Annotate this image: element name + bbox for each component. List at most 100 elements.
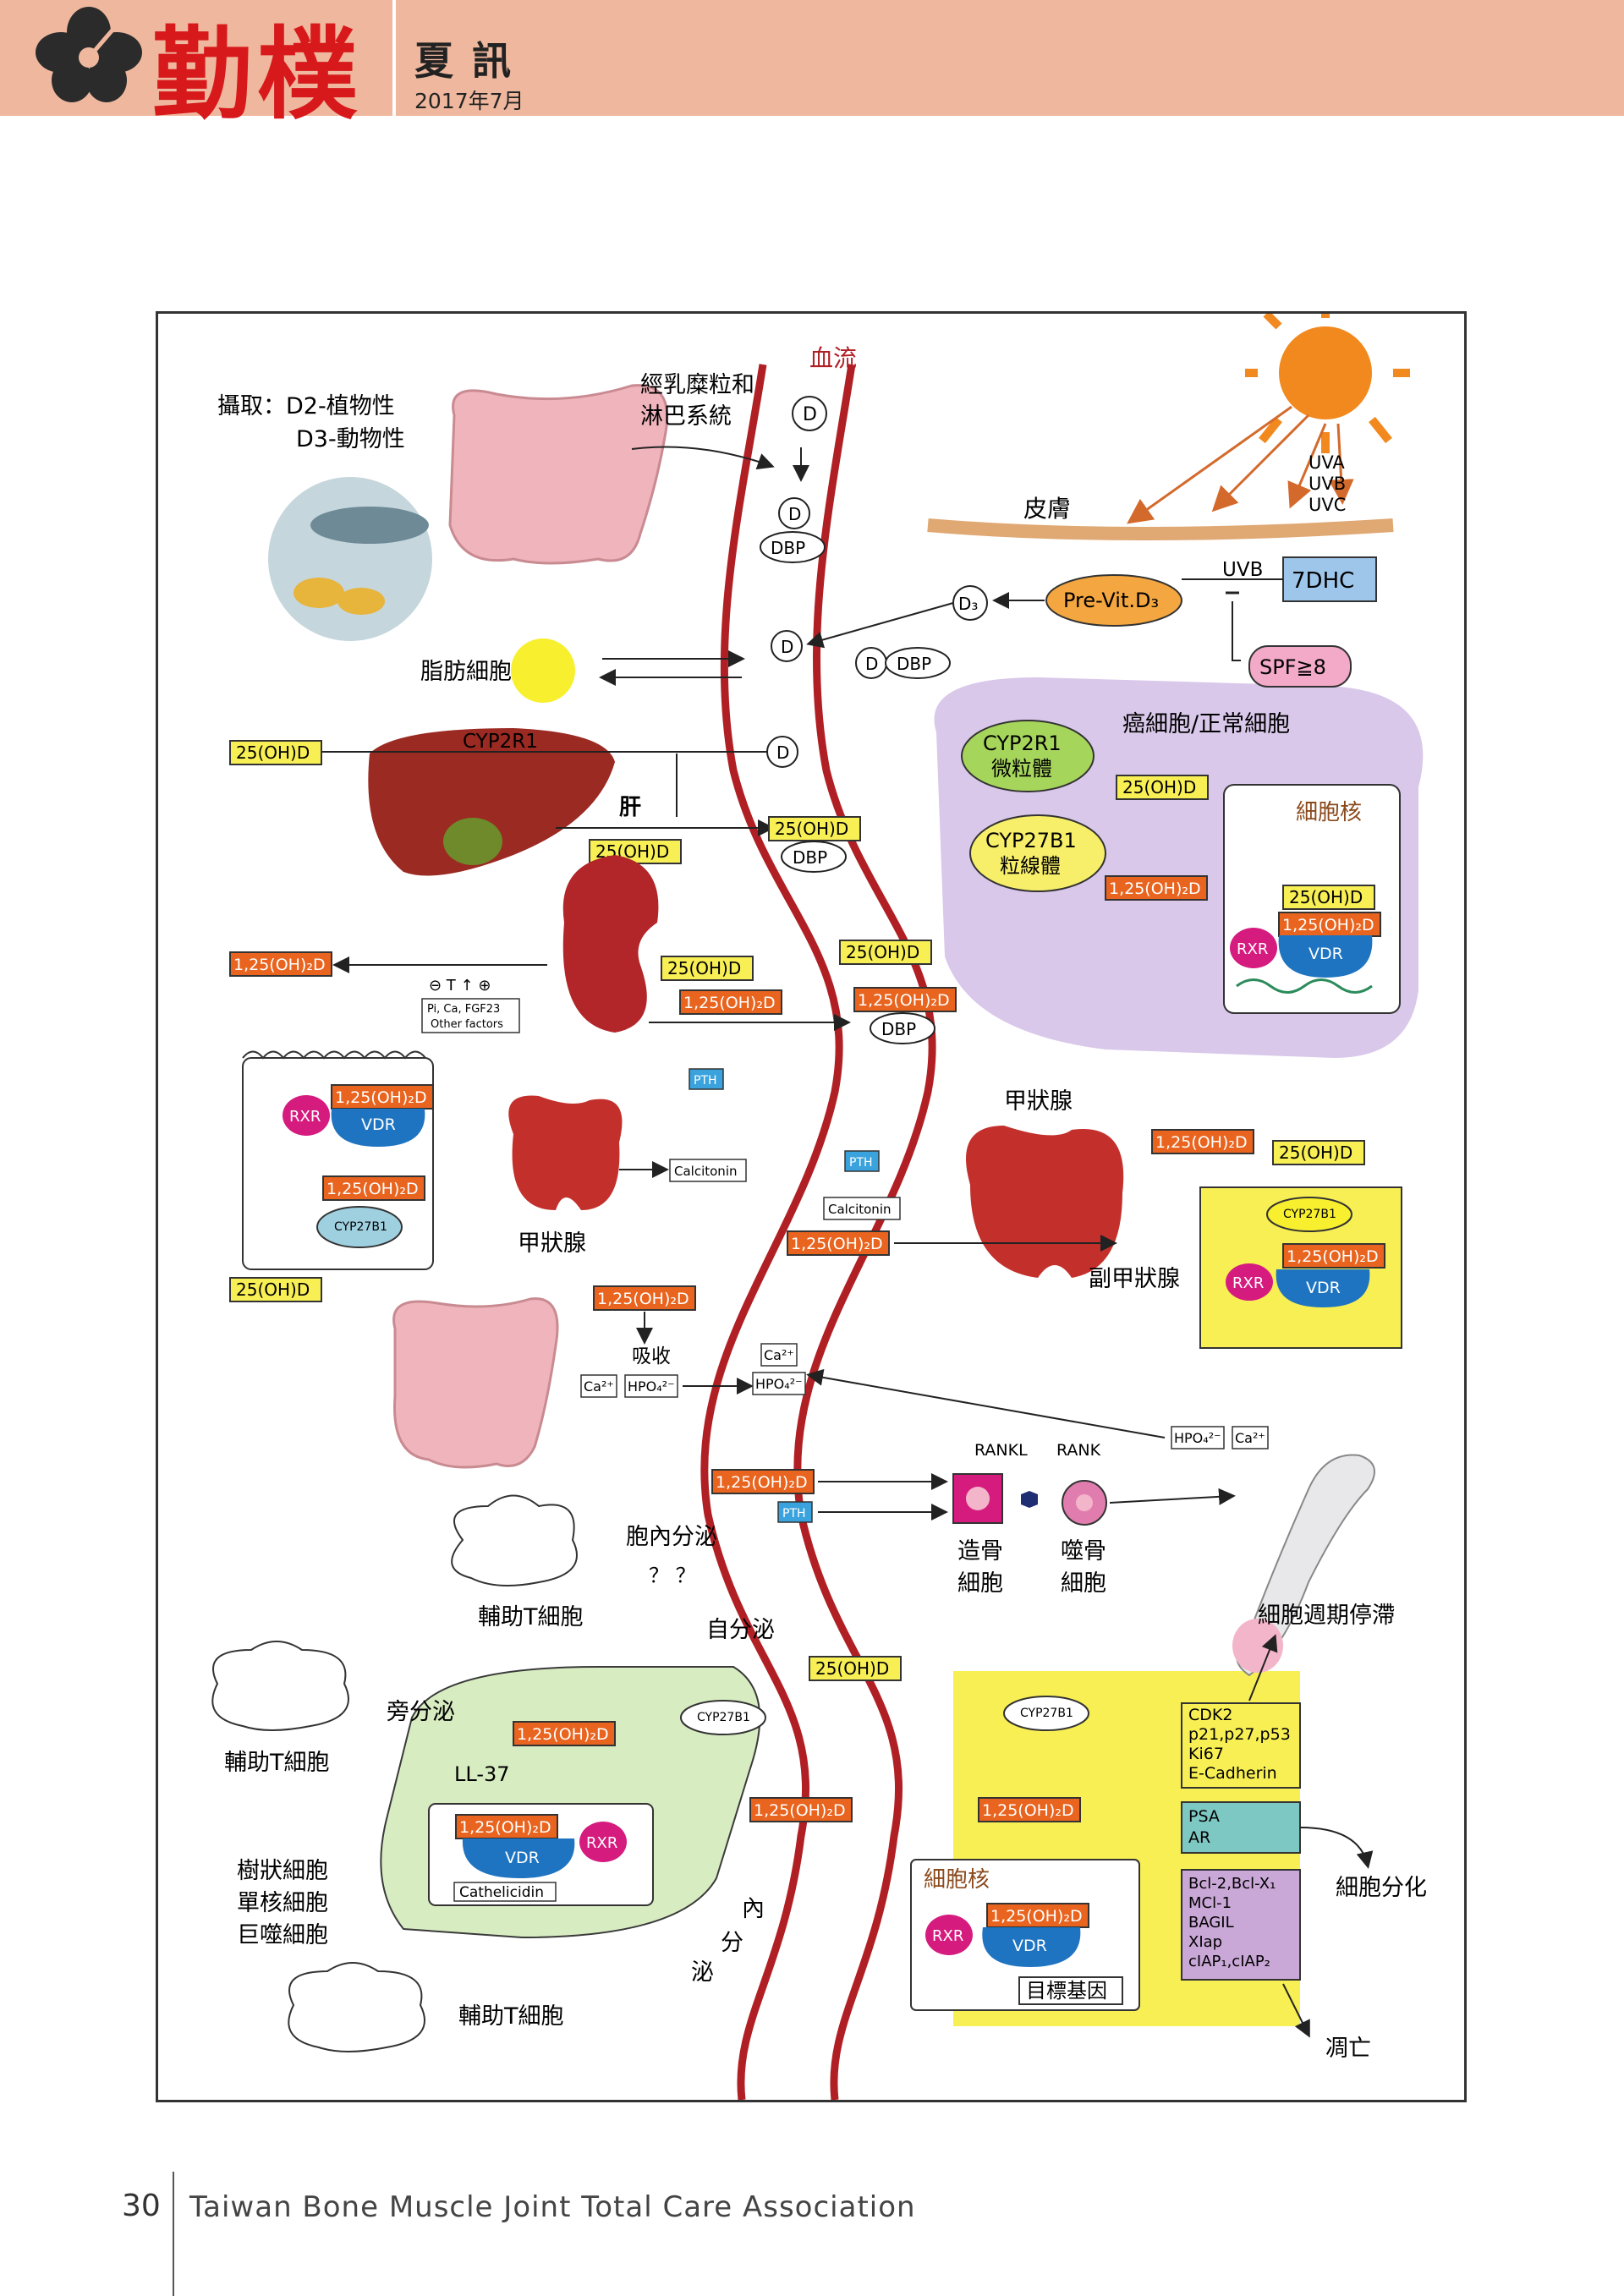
nucleus-label: 細胞核	[1296, 800, 1362, 825]
helper-t-label-1: 輔助T細胞	[478, 1604, 584, 1630]
skin-band	[927, 518, 1394, 540]
osteoblast-label-1: 造骨	[957, 1538, 1003, 1564]
rxr-label-2: RXR	[289, 1108, 321, 1126]
cdk-item-1: p21,p27,p53	[1188, 1725, 1291, 1744]
rxr-label-5: RXR	[932, 1927, 963, 1945]
d-circle-3	[771, 630, 803, 662]
fish-oil-image	[268, 477, 432, 641]
intestine-mid-icon	[392, 1297, 559, 1469]
adipose-label: 脂肪細胞	[420, 659, 512, 685]
nucleus-label-2: 細胞核	[924, 1867, 990, 1893]
cyp2r1-label: CYP2R1	[983, 732, 1062, 755]
qq-label: ？ ？	[649, 1564, 696, 1587]
7dhc-box	[1282, 556, 1377, 602]
spf-label: SPF≧8	[1259, 655, 1326, 679]
mitochondria-label: 粒線體	[1000, 854, 1061, 878]
ohd2-para-1: 1,25(OH)₂D	[1155, 1133, 1248, 1152]
cancer-cells-label: 癌細胞/正常細胞	[1122, 711, 1290, 737]
hpo4-label-1: HPO₄²⁻	[628, 1378, 675, 1395]
pi-factors-box	[421, 998, 520, 1033]
bcl-item-2: BAGIL	[1188, 1914, 1234, 1932]
monocyte-label: 單核細胞	[237, 1890, 328, 1916]
previtd3-ellipse	[1045, 574, 1182, 627]
cathelicidin-label: Cathelicidin	[459, 1884, 544, 1901]
dbp-label-1: DBP	[771, 538, 805, 558]
issue-date: 2017年7月	[414, 89, 524, 113]
rankl-label: RANKL	[974, 1441, 1028, 1460]
helper-t-cell-2	[211, 1641, 349, 1731]
footer-rule	[173, 2172, 174, 2296]
dbp-ellipse-4	[870, 1012, 935, 1044]
page-header: 勤樸 夏訊 2017年7月	[0, 0, 1624, 133]
paracrine-label: 旁分泌	[387, 1699, 455, 1725]
d-label-5: D	[776, 743, 789, 763]
rxr-label-3: RXR	[1232, 1274, 1264, 1292]
endocrine-3: 泌	[691, 1959, 714, 1986]
macrophage-label: 巨噬細胞	[237, 1922, 328, 1948]
ohd2-immune-2: 1,25(OH)₂D	[459, 1818, 551, 1837]
bcl-item-4: cIAP₁,cIAP₂	[1188, 1953, 1270, 1970]
d-circle-5	[766, 736, 798, 768]
osteoclast-label-1: 噬骨	[1061, 1538, 1106, 1564]
d-label-1: D	[803, 404, 817, 425]
rxr-label-1: RXR	[1237, 940, 1268, 958]
liver-icon	[368, 728, 615, 876]
autocrine-label: 自分泌	[706, 1617, 775, 1643]
target-gene-label: 目標基因	[1026, 1979, 1107, 2003]
dbp-ellipse-2	[885, 647, 951, 679]
header-divider	[392, 0, 396, 116]
vdr-label-2: VDR	[361, 1115, 396, 1134]
ohd2-cancer-1: 1,25(OH)₂D	[1109, 879, 1201, 898]
cdk-item-0: CDK2	[1188, 1706, 1232, 1724]
rankl-hex-icon	[1021, 1491, 1038, 1508]
helper-t-label-2: 輔助T細胞	[224, 1750, 330, 1776]
vdr-label-4: VDR	[505, 1849, 540, 1867]
blood-vessel-right	[793, 364, 936, 2100]
ohd2-intestine-3: 1,25(OH)₂D	[597, 1290, 689, 1308]
calcitonin-label-1: Calcitonin	[674, 1164, 738, 1179]
issue-title: 夏訊	[414, 38, 529, 84]
kidney-signs: ⊖ T ↑ ⊕	[429, 977, 491, 995]
ohd-blood-1: 25(OH)D	[775, 819, 848, 839]
blood-flow-label: 血流	[809, 344, 857, 372]
intestine-top-icon	[448, 384, 669, 565]
ca-label-2: Ca²⁺	[764, 1347, 794, 1363]
ohd2-intestine-1: 1,25(OH)₂D	[335, 1088, 427, 1107]
osteoblast-label-2: 細胞	[957, 1570, 1003, 1597]
ohd-intestine: 25(OH)D	[236, 1280, 310, 1300]
helper-t-cell-3	[288, 1962, 425, 2052]
pi-factors-1: Pi, Ca, FGF23	[427, 1003, 500, 1016]
vitamin-d-diagram: 血流 UVA UVB UVC 皮膚 7DHC UVB Pre-Vit.D₃ D₃…	[156, 311, 1467, 2102]
dbp-label-4: DBP	[881, 1019, 916, 1039]
cdk-item-2: Ki67	[1188, 1745, 1224, 1763]
thyroid-right-icon	[966, 1126, 1124, 1278]
ohd2-immune-1: 1,25(OH)₂D	[517, 1725, 609, 1744]
rank-label: RANK	[1056, 1441, 1101, 1460]
ohd2-bone: 1,25(OH)₂D	[716, 1473, 808, 1492]
ohd2-kidney-out: 1,25(OH)₂D	[233, 956, 326, 974]
cyp27b1-small-3: CYP27B1	[697, 1711, 750, 1724]
dbp-ellipse-1	[760, 531, 826, 563]
footer-org: Taiwan Bone Muscle Joint Total Care Asso…	[189, 2190, 916, 2224]
thyroid-right-label: 甲狀腺	[1004, 1088, 1073, 1115]
bone-icon	[1236, 1454, 1375, 1677]
endocrine-2: 分	[721, 1930, 743, 1956]
cyp27b1-small-2: CYP27B1	[1283, 1208, 1336, 1221]
vdr-label-5: VDR	[1012, 1937, 1047, 1955]
dbp-label-2: DBP	[897, 654, 931, 674]
pth-label-3: PTH	[782, 1507, 806, 1521]
chylomicron-line-2: 淋巴系統	[640, 403, 732, 430]
ohd2-para-2: 1,25(OH)₂D	[1287, 1247, 1379, 1266]
ca-label-3: Ca²⁺	[1235, 1430, 1265, 1446]
intake-line-1: 攝取：D2-植物性	[217, 393, 395, 419]
dna-icon	[1236, 978, 1373, 994]
pth-label-1: PTH	[694, 1074, 717, 1088]
d-circle-1	[792, 396, 827, 431]
ohd2-blood-3: 1,25(OH)₂D	[754, 1801, 846, 1820]
dbp-label-3: DBP	[793, 847, 827, 868]
helper-t-cell-1	[451, 1494, 578, 1586]
apoptosis-label: 凋亡	[1325, 2036, 1371, 2062]
cyp27b1-label: CYP27B1	[985, 829, 1077, 852]
psa-box	[1181, 1801, 1301, 1854]
intracrine-label: 胞內分泌	[626, 1524, 717, 1550]
